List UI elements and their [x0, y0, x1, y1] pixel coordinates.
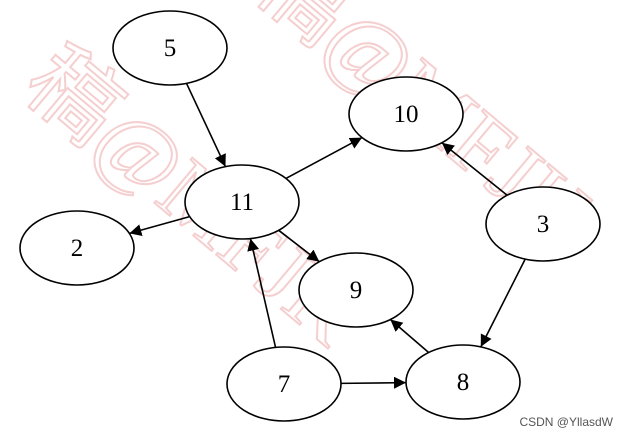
node-label: 10 — [394, 101, 419, 128]
node-ellipse — [485, 186, 601, 262]
edge-7-to-11 — [247, 238, 277, 348]
node-label: 2 — [71, 235, 84, 262]
credit-label: CSDN @YllasdW — [519, 415, 613, 429]
node-ellipse — [112, 10, 228, 86]
node-label: 7 — [278, 371, 291, 398]
edge-8-to-9 — [389, 318, 430, 354]
node-ellipse — [405, 344, 521, 420]
edge-3-to-10 — [441, 142, 508, 196]
node-9: 9 — [298, 252, 414, 328]
node-label: 8 — [457, 369, 470, 396]
edge-3-to-8 — [480, 258, 526, 348]
edge-11-to-9 — [278, 229, 320, 263]
edge-7-to-8 — [340, 376, 407, 389]
node-label: 11 — [230, 189, 254, 216]
node-7: 7 — [226, 346, 342, 422]
node-ellipse — [226, 346, 342, 422]
node-3: 3 — [485, 186, 601, 262]
node-label: 9 — [350, 277, 363, 304]
edge-11-to-2 — [129, 215, 190, 236]
edge-layer — [129, 83, 526, 389]
edge-11-to-10 — [285, 136, 363, 180]
node-11: 11 — [184, 164, 300, 240]
node-2: 2 — [19, 210, 135, 286]
node-ellipse — [348, 76, 464, 152]
node-10: 10 — [348, 76, 464, 152]
node-5: 5 — [112, 10, 228, 86]
node-ellipse — [184, 164, 300, 240]
node-ellipse — [298, 252, 414, 328]
node-layer: 5 10 11 3 2 9 7 8 — [19, 10, 601, 422]
edge-5-to-11 — [185, 83, 227, 167]
node-label: 3 — [537, 211, 550, 238]
node-ellipse — [19, 210, 135, 286]
node-label: 5 — [164, 35, 177, 62]
node-8: 8 — [405, 344, 521, 420]
